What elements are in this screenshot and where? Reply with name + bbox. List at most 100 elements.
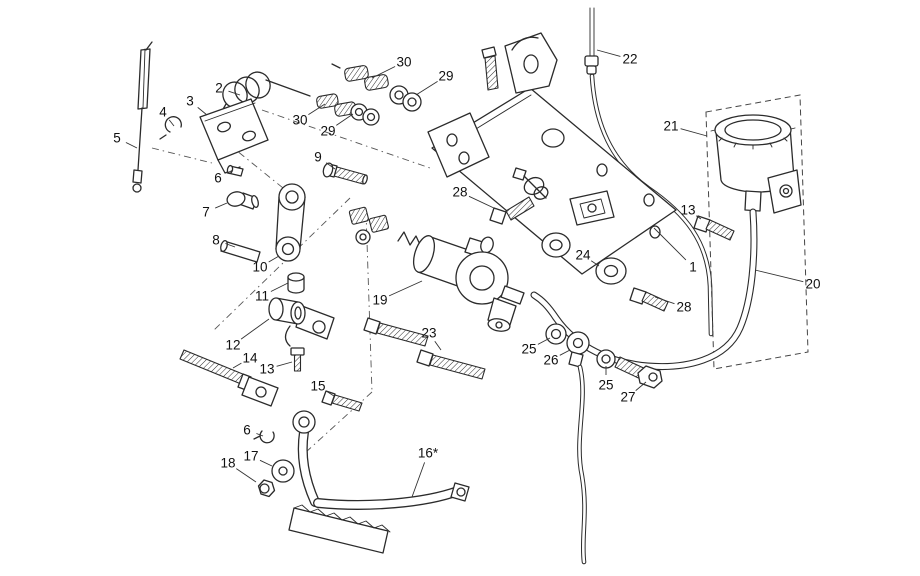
leader-line: [326, 390, 335, 397]
leader-line: [434, 340, 442, 351]
construction-lines: [151, 109, 431, 453]
part-25-washer-b: [596, 349, 616, 369]
part-7-joint: [226, 191, 259, 210]
part-number-label: 16*: [418, 446, 439, 461]
part-6-pin-upper: [226, 164, 244, 177]
leader-line: [654, 296, 675, 305]
part-number-label: 1: [689, 260, 697, 275]
part-number-label: 5: [113, 131, 121, 146]
leader-line: [197, 107, 208, 116]
leader-line: [228, 90, 241, 96]
part-20-brake-pipe: [530, 208, 758, 371]
leader-line: [276, 361, 293, 367]
part-number-label: 10: [252, 260, 267, 275]
part-26-union: [566, 331, 590, 368]
part-28-bolt-upper: [489, 167, 549, 225]
part-number-label: 28: [452, 185, 467, 200]
part-14-pushrod: [179, 349, 279, 407]
leader-line: [336, 113, 354, 126]
part-1-mounting-plate: [431, 87, 677, 275]
part-19-master-cylinder: [348, 206, 525, 332]
part-number-label: 22: [622, 52, 637, 67]
leader-line: [415, 81, 438, 96]
part-number-label: 7: [202, 205, 210, 220]
leader-line: [635, 381, 647, 391]
leader-line: [168, 119, 175, 127]
part-front-bracket: [427, 112, 490, 178]
part-8-pivot-pin: [220, 240, 261, 263]
leader-line: [259, 459, 273, 467]
part-9-bolt: [322, 162, 368, 185]
leader-line: [596, 49, 621, 57]
part-number-label: 21: [663, 119, 678, 134]
part-number-label: 8: [212, 233, 220, 248]
leader-line: [537, 337, 551, 345]
part-13-bolt-right: [693, 215, 735, 241]
part-number-label: 26: [543, 353, 558, 368]
leader-line: [270, 282, 289, 292]
part-number-label: 24: [575, 248, 591, 263]
part-number-label: 11: [255, 289, 269, 304]
part-18-nut: [257, 479, 276, 498]
part-number-label: 6: [243, 423, 251, 438]
leader-line: [256, 433, 264, 437]
part-26-hose: [577, 364, 587, 565]
part-number-label: 6: [214, 171, 222, 186]
part-29-washers-upper: [389, 85, 422, 112]
part-number-label: 4: [159, 105, 167, 120]
leader-line: [559, 349, 571, 356]
part-30-clamp-upper: [331, 63, 389, 91]
part-number-label: 14: [242, 351, 258, 366]
part-number-label: 29: [320, 124, 335, 139]
leader-line: [215, 202, 228, 209]
part-number-label: 3: [186, 94, 194, 109]
part-number-label: 29: [438, 69, 453, 84]
part-number-label: 23: [421, 326, 436, 341]
part-25-washer-a: [545, 323, 567, 345]
part-number-label: 9: [314, 150, 322, 165]
part-number-label: 30: [292, 113, 307, 128]
part-number-label: 2: [215, 81, 223, 96]
part-28-bolt-lower: [629, 287, 669, 312]
part-4-clip: [159, 116, 182, 140]
leader-line: [695, 215, 702, 220]
part-21-reservoir: [705, 94, 809, 370]
leader-line: [325, 162, 336, 170]
leader-line: [754, 269, 804, 283]
part-number-label: 15: [310, 379, 325, 394]
leader-line: [411, 462, 426, 498]
leader-line: [653, 227, 687, 261]
leader-line: [371, 66, 396, 79]
part-number-label: 13: [259, 362, 274, 377]
part-cushion-mount: [569, 190, 615, 226]
part-number-label: 28: [676, 300, 691, 315]
leader-line: [125, 142, 138, 149]
part-number-label: 20: [805, 277, 820, 292]
leader-line: [225, 243, 236, 248]
leader-line: [308, 103, 326, 115]
part-3-bracket: [199, 98, 269, 174]
part-27-banjo-bolt: [614, 356, 663, 389]
part-number-label: 12: [225, 338, 240, 353]
part-16-brake-pedal: [288, 410, 470, 554]
part-11-bushing: [287, 272, 305, 294]
part-23-bolts: [363, 317, 486, 380]
part-number-label: 13: [680, 203, 695, 218]
leader-line: [590, 260, 600, 267]
part-10-link-arm: [275, 183, 306, 262]
part-top-bracket: [481, 32, 558, 94]
part-5-cable: [132, 41, 153, 193]
leader-line: [226, 169, 234, 174]
leader-line: [240, 318, 270, 340]
part-number-label: 18: [220, 456, 235, 471]
leader-line: [680, 128, 708, 137]
part-number-label: 25: [521, 342, 536, 357]
part-12-pivot-arm: [268, 297, 335, 347]
leader-line: [388, 280, 423, 297]
part-number-label: 27: [620, 390, 635, 405]
part-6-clip-lower: [253, 430, 275, 444]
part-17-washer: [271, 459, 295, 483]
